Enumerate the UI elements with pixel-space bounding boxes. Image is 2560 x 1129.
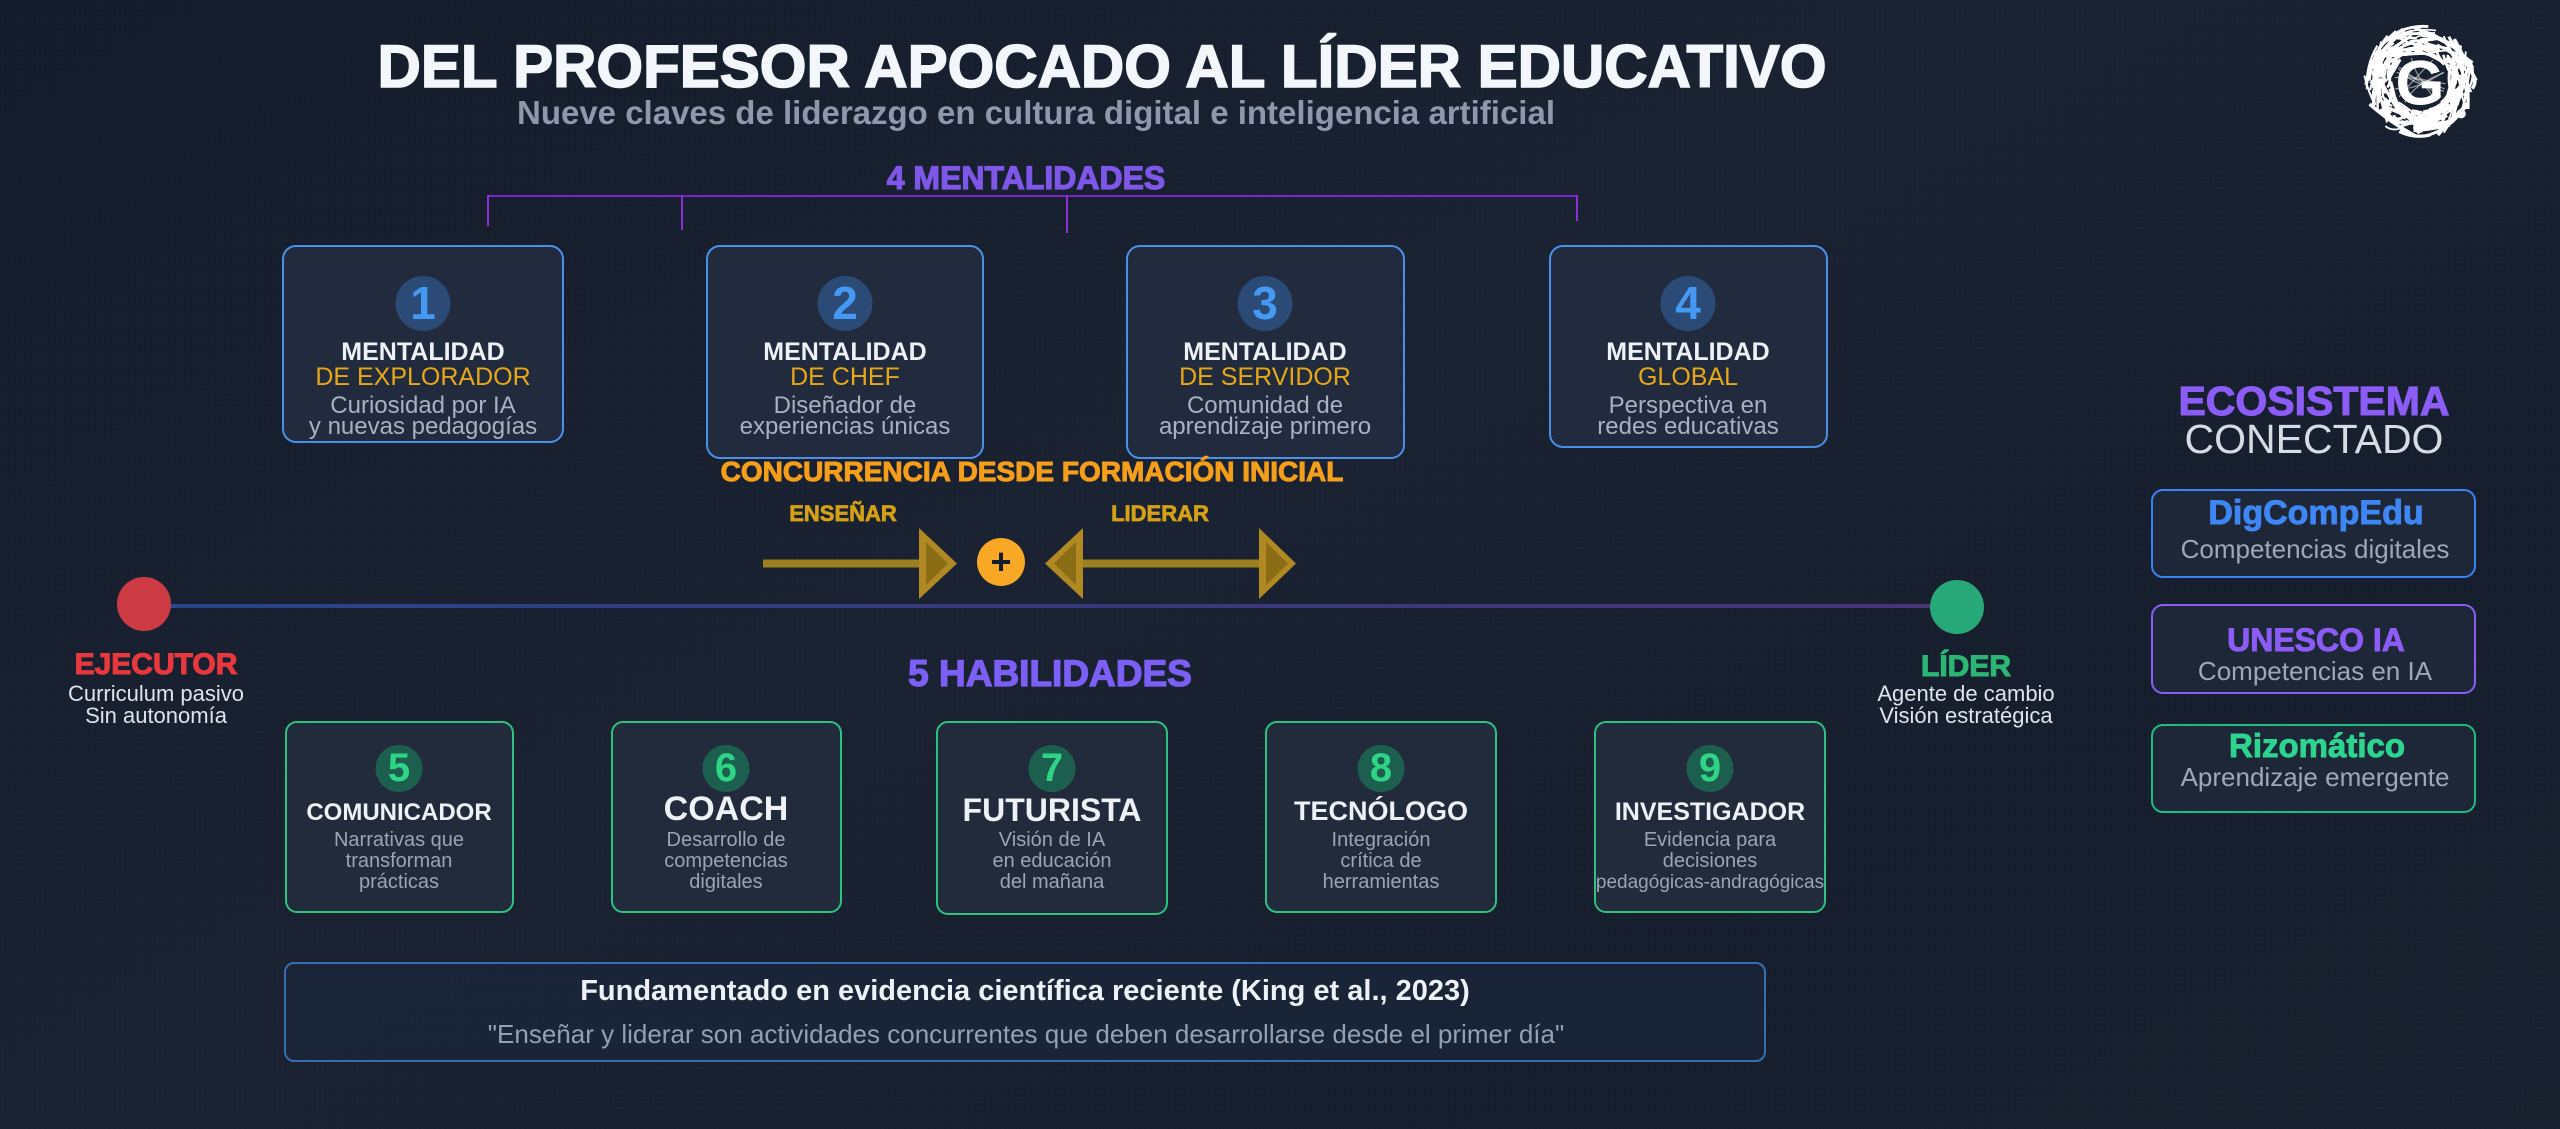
svg-text:G: G xyxy=(2396,49,2445,119)
svg-text:+: + xyxy=(990,541,1011,582)
